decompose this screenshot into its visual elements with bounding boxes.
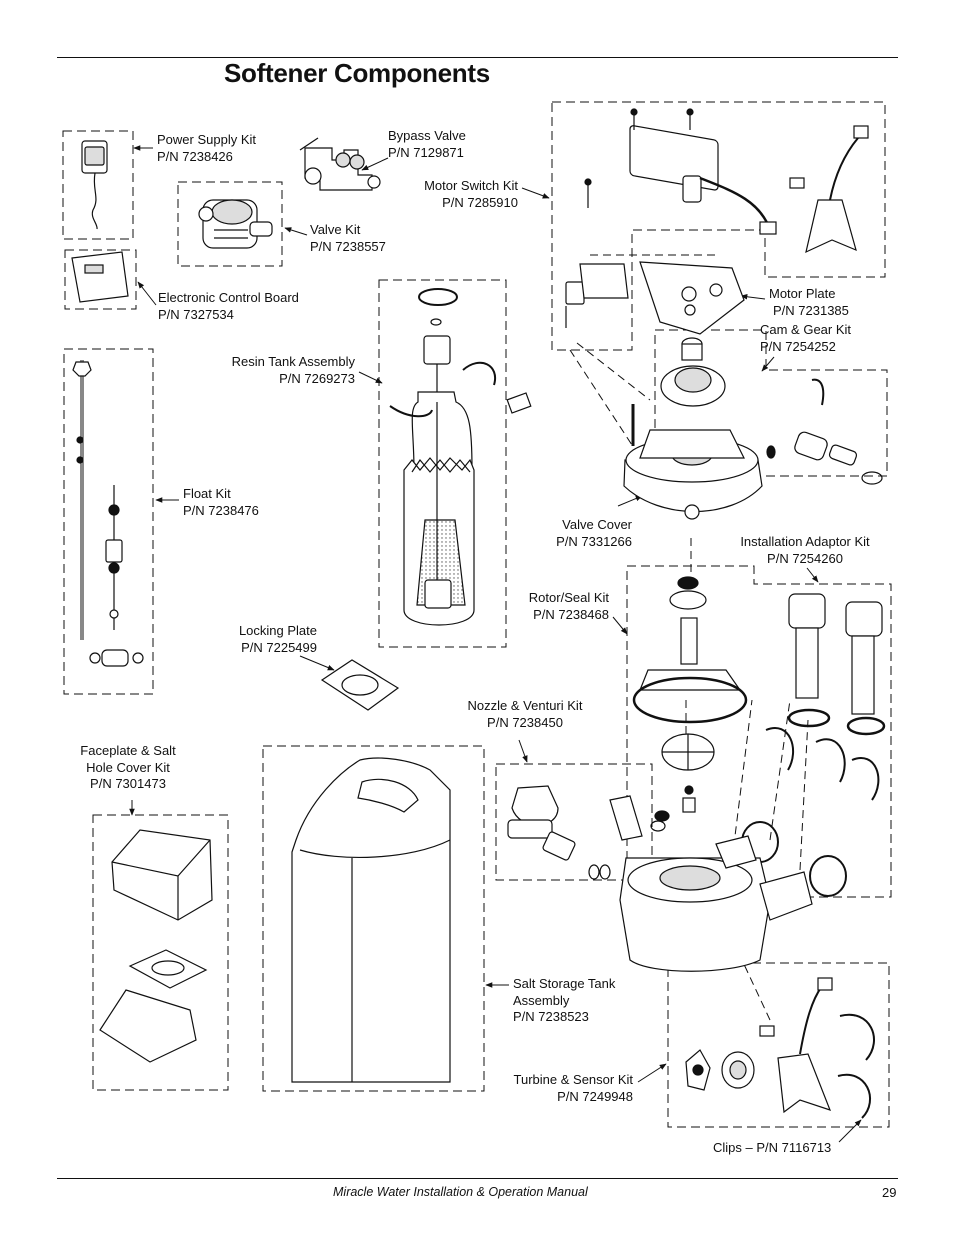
footer-text: Miracle Water Installation & Operation M… — [333, 1185, 588, 1199]
turbine-sensor-drawing — [685, 977, 875, 1119]
motor-plate-drawing — [639, 261, 745, 335]
turbine-sensor-box — [667, 962, 890, 1128]
float-assembly-drawing — [72, 360, 144, 667]
power-supply-box — [62, 130, 134, 240]
nozzle-venturi-box — [495, 763, 653, 881]
motor-switch-drawing — [565, 263, 629, 328]
rotor-seal-drawing — [632, 576, 748, 813]
locking-plate-drawing — [320, 659, 400, 711]
clips-label: Clips – P/N 7116713 — [713, 1140, 832, 1155]
faceplate-drawing — [99, 829, 213, 1063]
salt-tank-drawing — [291, 757, 451, 1083]
motor-drawing — [584, 108, 869, 254]
resin-tank-drawing — [389, 288, 532, 626]
control-board-box — [64, 249, 137, 310]
power-supply-drawing — [81, 140, 108, 230]
page-title: Softener Components — [224, 58, 490, 88]
page-number: 29 — [882, 1185, 897, 1200]
component-drawings — [71, 108, 886, 1119]
valve-body-drawing — [619, 835, 813, 972]
adaptor-drawing — [741, 593, 886, 897]
valve-kit-drawing — [198, 199, 273, 249]
bottom-rule — [57, 1178, 898, 1179]
control-board-drawing — [71, 251, 129, 303]
nozzle-venturi-drawing — [507, 785, 670, 880]
bypass-valve-drawing — [299, 137, 381, 191]
callout-arrows — [129, 145, 862, 1143]
float-kit-box — [63, 348, 154, 695]
assembly-lines — [569, 254, 809, 1021]
valve-cover-drawing — [623, 404, 763, 520]
faceplate-box — [92, 814, 229, 1091]
cam-gear-drawing — [660, 337, 883, 485]
resin-tank-box — [378, 279, 507, 648]
top-rule — [57, 57, 898, 58]
salt-tank-box — [262, 745, 485, 1092]
valve-kit-box — [177, 181, 283, 267]
